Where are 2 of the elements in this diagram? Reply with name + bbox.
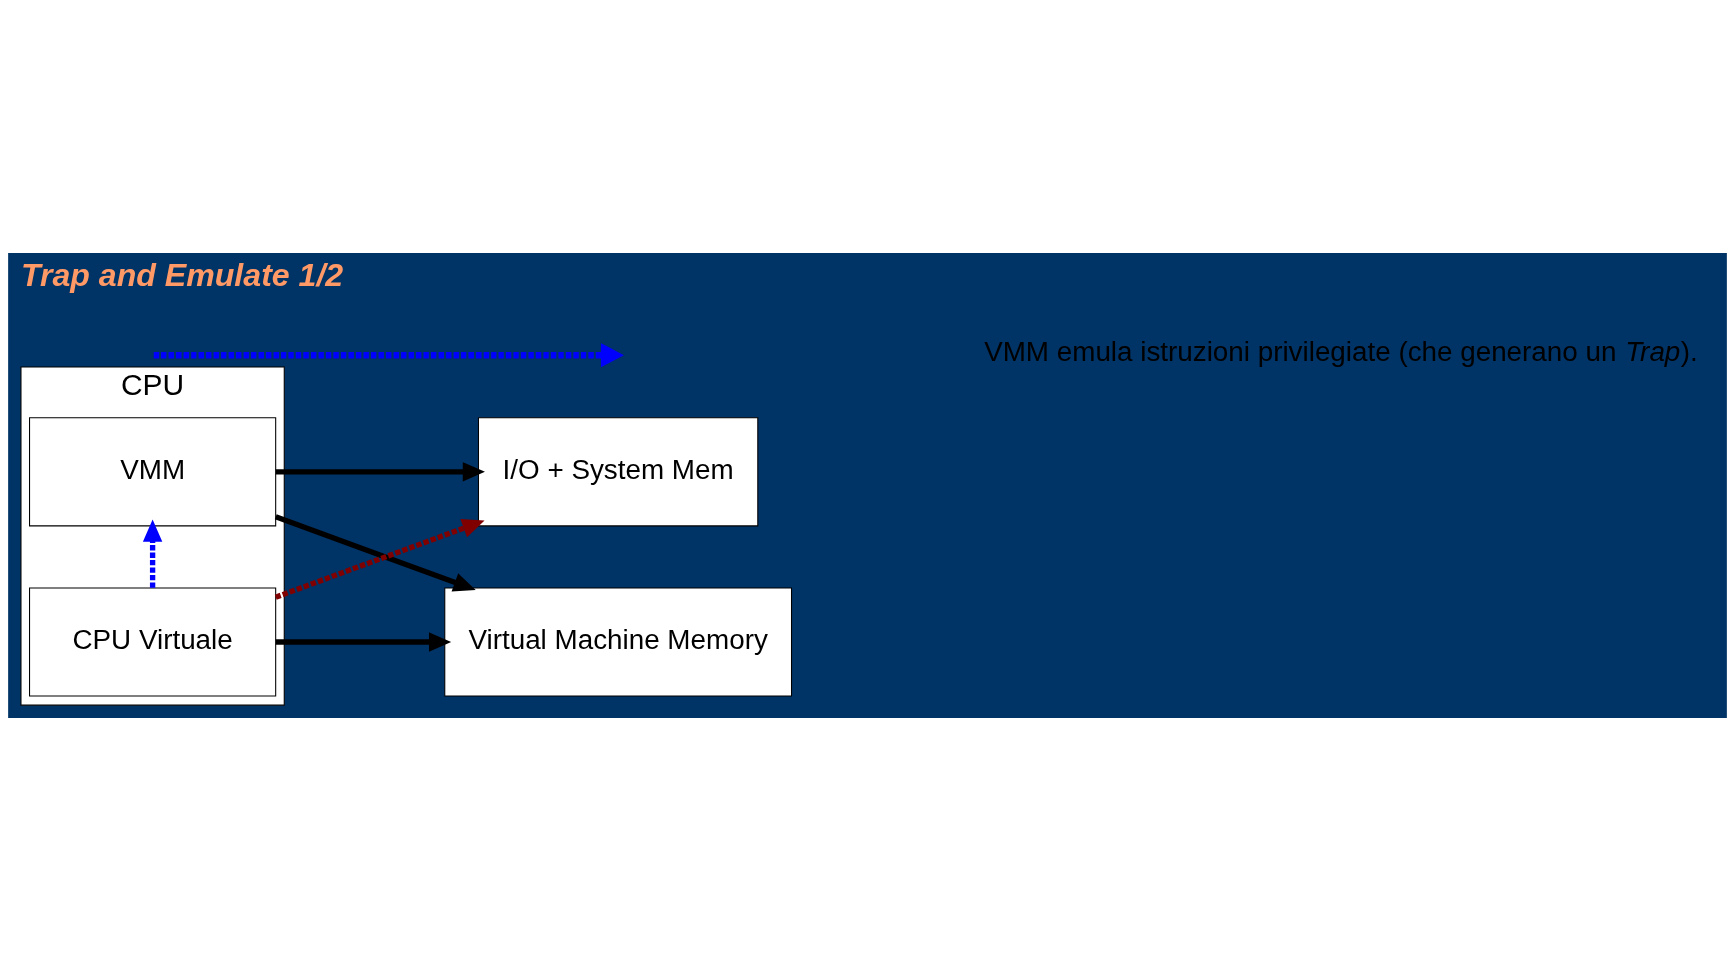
diagram-title: Trap and Emulate 1/2 xyxy=(20,257,344,294)
legend-label: VMM emula istruzioni privilegiate (che generano un Trap). xyxy=(984,335,1698,367)
